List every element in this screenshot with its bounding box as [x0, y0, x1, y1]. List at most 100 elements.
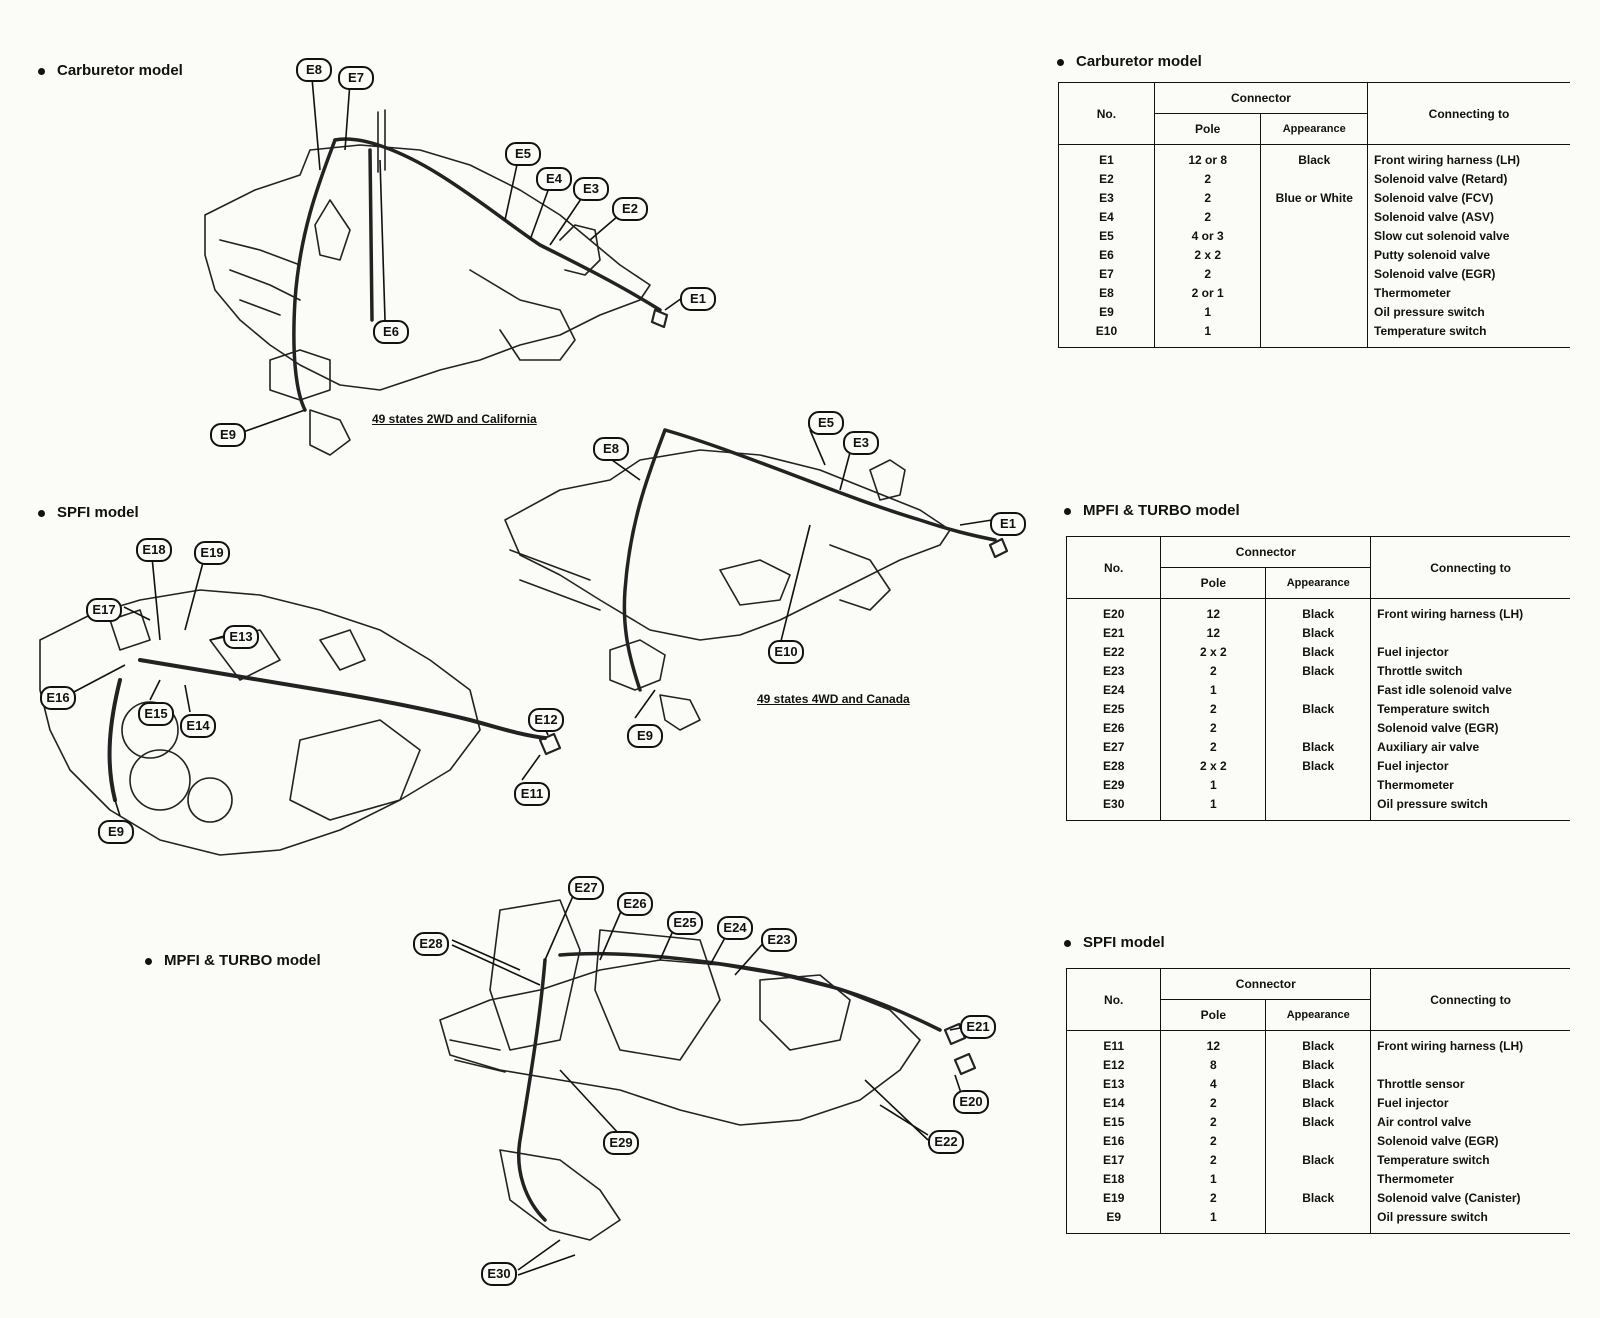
- cell-no: E8: [1058, 284, 1155, 303]
- cell-appearance: [1265, 776, 1372, 795]
- callout-e20: E20: [953, 1090, 989, 1114]
- cell-connecting-to: Oil pressure switch: [1367, 303, 1570, 322]
- cell-no: E14: [1065, 1094, 1162, 1113]
- cell-appearance: Blue or White: [1260, 189, 1369, 208]
- callout-e13: E13: [223, 625, 259, 649]
- cell-appearance: Black: [1265, 662, 1372, 681]
- caption-2wd: 49 states 2WD and California: [372, 412, 537, 426]
- cell-appearance: [1260, 170, 1369, 189]
- cell-connecting-to: Thermometer: [1370, 776, 1570, 795]
- cell-no: E30: [1065, 795, 1162, 821]
- cell-appearance: [1260, 246, 1369, 265]
- cell-pole: 2: [1160, 1113, 1267, 1132]
- cell-connecting-to: Throttle sensor: [1370, 1075, 1570, 1094]
- cell-pole: 4 or 3: [1153, 227, 1262, 246]
- cell-connecting-to: Fuel injector: [1370, 757, 1570, 776]
- cell-pole: 2: [1160, 1132, 1267, 1151]
- cell-appearance: [1260, 322, 1369, 348]
- cell-pole: 12: [1160, 1030, 1267, 1056]
- cell-pole: 12 or 8: [1153, 144, 1262, 170]
- cell-connecting-to: Solenoid valve (Retard): [1367, 170, 1570, 189]
- callout-e10: E10: [768, 640, 804, 664]
- callout-e1: E1: [680, 287, 716, 311]
- cell-no: E5: [1058, 227, 1155, 246]
- cell-appearance: Black: [1265, 1094, 1372, 1113]
- spfi-table-title: SPFI model: [1064, 934, 1165, 951]
- cell-pole: 1: [1160, 795, 1267, 821]
- col-header-appearance: Appearance: [1265, 567, 1371, 599]
- cell-appearance: Black: [1265, 1151, 1372, 1170]
- cell-appearance: Black: [1265, 757, 1372, 776]
- cell-pole: 1: [1153, 303, 1262, 322]
- cell-pole: 1: [1160, 1208, 1267, 1234]
- cell-connecting-to: Front wiring harness (LH): [1367, 144, 1570, 170]
- callout-e28: E28: [413, 932, 449, 956]
- cell-appearance: [1260, 227, 1369, 246]
- cell-pole: 1: [1160, 681, 1267, 700]
- cell-connecting-to: Air control valve: [1370, 1113, 1570, 1132]
- cell-no: E29: [1065, 776, 1162, 795]
- col-header-pole: Pole: [1153, 113, 1262, 145]
- cell-connecting-to: Temperature switch: [1367, 322, 1570, 348]
- cell-appearance: [1260, 208, 1369, 227]
- col-header-connector: Connector: [1153, 82, 1369, 114]
- cell-pole: 2: [1160, 1189, 1267, 1208]
- col-header-no: No.: [1058, 82, 1155, 145]
- cell-appearance: Black: [1260, 144, 1369, 170]
- callout-e27: E27: [568, 876, 604, 900]
- cell-connecting-to: Solenoid valve (ASV): [1367, 208, 1570, 227]
- callout-e15: E15: [138, 702, 174, 726]
- callout-e22: E22: [928, 1130, 964, 1154]
- col-header-appearance: Appearance: [1260, 113, 1368, 145]
- cell-pole: 2: [1153, 208, 1262, 227]
- cell-connecting-to: Solenoid valve (EGR): [1370, 1132, 1570, 1151]
- callout-e6: E6: [373, 320, 409, 344]
- cell-pole: 1: [1153, 322, 1262, 348]
- cell-appearance: [1260, 284, 1369, 303]
- cell-connecting-to: [1370, 1056, 1570, 1075]
- cell-appearance: [1265, 719, 1372, 738]
- callout-e8: E8: [593, 437, 629, 461]
- cell-appearance: Black: [1265, 624, 1372, 643]
- cell-no: E7: [1058, 265, 1155, 284]
- cell-appearance: [1265, 1132, 1372, 1151]
- callout-e8: E8: [296, 58, 332, 82]
- cell-no: E24: [1065, 681, 1162, 700]
- col-header-pole: Pole: [1160, 999, 1267, 1031]
- cell-connecting-to: Solenoid valve (EGR): [1370, 719, 1570, 738]
- cell-appearance: Black: [1265, 1075, 1372, 1094]
- cell-no: E1: [1058, 144, 1155, 170]
- col-header-appearance: Appearance: [1265, 999, 1371, 1031]
- cell-appearance: [1260, 303, 1369, 322]
- cell-connecting-to: Slow cut solenoid valve: [1367, 227, 1570, 246]
- cell-no: E11: [1065, 1030, 1162, 1056]
- col-header-connecting-to: Connecting to: [1370, 536, 1570, 599]
- mpfi-diagram-title: MPFI & TURBO model: [145, 952, 321, 969]
- cell-pole: 12: [1160, 624, 1267, 643]
- callout-e21: E21: [960, 1015, 996, 1039]
- cell-connecting-to: Thermometer: [1370, 1170, 1570, 1189]
- callout-e5: E5: [808, 411, 844, 435]
- cell-connecting-to: Temperature switch: [1370, 1151, 1570, 1170]
- cell-appearance: Black: [1265, 1113, 1372, 1132]
- cell-pole: 4: [1160, 1075, 1267, 1094]
- col-header-connector: Connector: [1160, 968, 1372, 1000]
- cell-no: E10: [1058, 322, 1155, 348]
- cell-appearance: Black: [1265, 738, 1372, 757]
- cell-appearance: Black: [1265, 598, 1372, 624]
- cell-pole: 2 x 2: [1160, 757, 1267, 776]
- spfi-diagram-title: SPFI model: [38, 504, 139, 521]
